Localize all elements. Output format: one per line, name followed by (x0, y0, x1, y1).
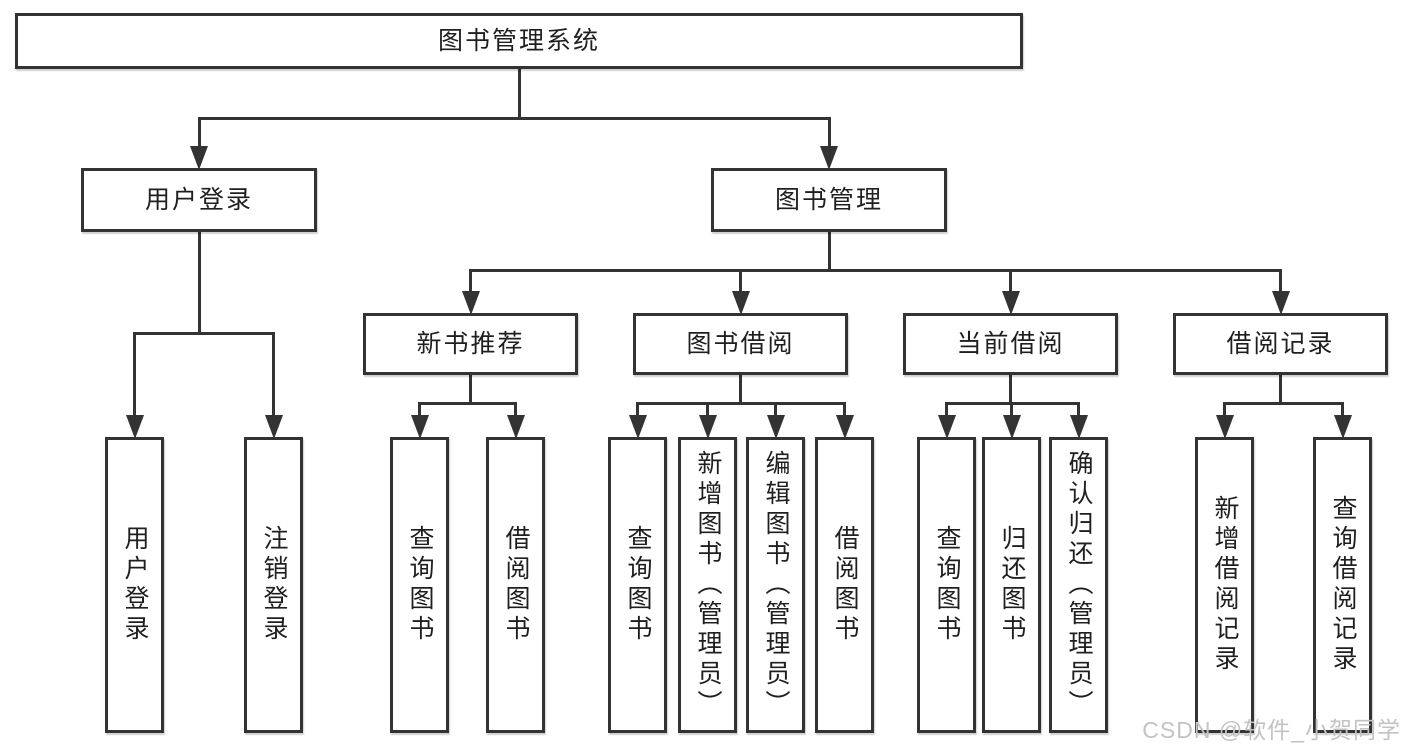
connector-stem-current-borrow (1009, 375, 1012, 405)
arrowhead-leaf-borrow-book-2 (835, 415, 854, 439)
node-label-borrow-records: 借阅记录 (1226, 330, 1335, 358)
node-leaf-add-book: 新增图书（管理员） (678, 437, 737, 733)
connector-drop-leaf-query-book-2 (636, 402, 639, 419)
connector-drop-leaf-add-book (706, 402, 709, 419)
arrowhead-leaf-add-book (698, 415, 717, 439)
node-label-leaf-edit-book: 编辑图书（管理员） (762, 450, 790, 720)
node-new-book-rec: 新书推荐 (363, 313, 578, 375)
connector-drop-book-mgmt (827, 117, 831, 150)
connector-drop-leaf-edit-book (774, 402, 777, 419)
connector-drop-leaf-logout (272, 332, 275, 419)
arrowhead-leaf-logout (264, 415, 283, 439)
arrowhead-leaf-add-record (1215, 415, 1234, 439)
node-label-leaf-logout: 注销登录 (260, 525, 288, 645)
node-leaf-add-record: 新增借阅记录 (1195, 437, 1254, 733)
connector-bar-book-mgmt (469, 269, 1282, 272)
connector-drop-new-book-rec (469, 269, 472, 295)
connector-stem-borrow-records (1279, 375, 1282, 405)
node-leaf-user-login: 用户登录 (105, 437, 164, 733)
node-label-leaf-add-book: 新增图书（管理员） (694, 450, 722, 720)
connector-drop-leaf-borrow-book-1 (514, 402, 517, 419)
connector-bar-book-borrow (636, 402, 846, 405)
arrowhead-leaf-user-login (125, 415, 144, 439)
connector-drop-leaf-query-record (1341, 402, 1344, 419)
connector-bar-borrow-records (1223, 402, 1344, 405)
arrowhead-leaf-query-book-2 (628, 415, 647, 439)
arrowhead-leaf-edit-book (766, 415, 785, 439)
node-leaf-borrow-book-1: 借阅图书 (486, 437, 545, 733)
node-label-leaf-query-book-3: 查询图书 (933, 525, 961, 645)
node-leaf-logout: 注销登录 (244, 437, 303, 733)
connector-stem-book-borrow (739, 375, 742, 405)
connector-stem-new-book-rec (469, 375, 472, 405)
connector-stem-user-login (197, 232, 201, 335)
node-label-leaf-return-book: 归还图书 (998, 525, 1026, 645)
node-book-mgmt: 图书管理 (711, 168, 947, 232)
arrowhead-user-login (190, 146, 208, 170)
node-label-root: 图书管理系统 (437, 27, 600, 55)
connector-stem-book-mgmt (827, 232, 831, 272)
connector-drop-leaf-borrow-book-2 (843, 402, 846, 419)
node-label-leaf-confirm-return: 确认归还（管理员） (1065, 450, 1093, 720)
node-label-leaf-query-record: 查询借阅记录 (1329, 495, 1357, 675)
arrowhead-book-mgmt (820, 146, 838, 170)
node-leaf-confirm-return: 确认归还（管理员） (1049, 437, 1108, 733)
node-borrow-records: 借阅记录 (1173, 313, 1388, 375)
connector-stem-root (517, 69, 521, 120)
node-root: 图书管理系统 (15, 13, 1023, 69)
connector-drop-user-login (197, 117, 201, 150)
arrowhead-borrow-records (1271, 291, 1290, 315)
connector-bar-user-login (133, 332, 275, 335)
node-leaf-return-book: 归还图书 (982, 437, 1041, 733)
connector-drop-leaf-add-record (1223, 402, 1226, 419)
csdn-watermark: CSDN @软件_小贺同学 (1142, 717, 1401, 743)
arrowhead-leaf-query-record (1333, 415, 1352, 439)
node-label-leaf-borrow-book-1: 借阅图书 (502, 525, 530, 645)
node-leaf-query-book-2: 查询图书 (608, 437, 667, 733)
node-label-book-mgmt: 图书管理 (774, 186, 883, 214)
node-label-leaf-user-login: 用户登录 (121, 525, 149, 645)
arrowhead-leaf-return-book (1002, 415, 1021, 439)
arrowhead-leaf-confirm-return (1069, 415, 1088, 439)
arrowhead-leaf-query-book-1 (410, 415, 429, 439)
connector-drop-current-borrow (1009, 269, 1012, 295)
arrowhead-leaf-borrow-book-1 (506, 415, 525, 439)
arrowhead-new-book-rec (461, 291, 480, 315)
node-label-new-book-rec: 新书推荐 (416, 330, 525, 358)
arrowhead-book-borrow (731, 291, 750, 315)
connector-drop-leaf-query-book-1 (418, 402, 421, 419)
node-label-leaf-borrow-book-2: 借阅图书 (831, 525, 859, 645)
node-current-borrow: 当前借阅 (903, 313, 1118, 375)
node-leaf-query-book-1: 查询图书 (390, 437, 449, 733)
connector-drop-leaf-user-login (133, 332, 136, 419)
node-label-book-borrow: 图书借阅 (686, 330, 795, 358)
node-leaf-edit-book: 编辑图书（管理员） (746, 437, 805, 733)
connector-drop-leaf-query-book-3 (945, 402, 948, 419)
arrowhead-leaf-query-book-3 (937, 415, 956, 439)
node-book-borrow: 图书借阅 (633, 313, 848, 375)
node-leaf-query-record: 查询借阅记录 (1313, 437, 1372, 733)
connector-bar-root (197, 117, 831, 120)
node-label-user-login: 用户登录 (144, 186, 253, 214)
node-label-current-borrow: 当前借阅 (956, 330, 1065, 358)
connector-drop-book-borrow (739, 269, 742, 295)
node-label-leaf-query-book-1: 查询图书 (406, 525, 434, 645)
connector-drop-borrow-records (1279, 269, 1282, 295)
node-label-leaf-add-record: 新增借阅记录 (1211, 495, 1239, 675)
connector-bar-new-book-rec (418, 402, 517, 405)
connector-drop-leaf-return-book (1010, 402, 1013, 419)
node-leaf-borrow-book-2: 借阅图书 (815, 437, 874, 733)
node-label-leaf-query-book-2: 查询图书 (624, 525, 652, 645)
node-leaf-query-book-3: 查询图书 (917, 437, 976, 733)
connector-drop-leaf-confirm-return (1077, 402, 1080, 419)
arrowhead-current-borrow (1001, 291, 1020, 315)
node-user-login: 用户登录 (81, 168, 317, 232)
